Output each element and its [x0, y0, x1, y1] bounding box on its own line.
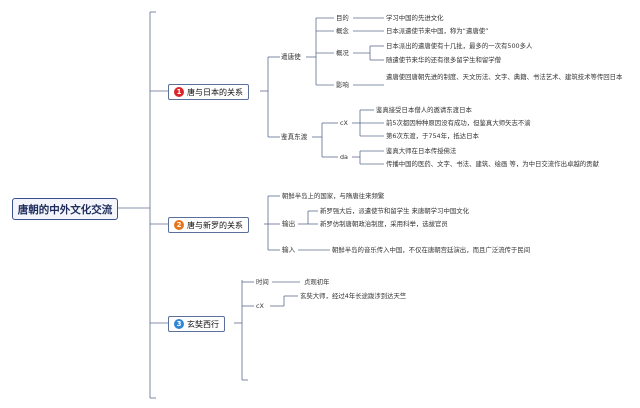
node-gaikuang-value-2: 随遣使节来华的还有很多留学生和留学僧: [386, 56, 502, 64]
branch-xuanzang[interactable]: 3 玄奘西行: [168, 316, 225, 332]
node-xuanzang-cx[interactable]: cX: [256, 302, 264, 310]
node-jianzhen-da-value-2: 传播中国的医药、文字、书法、建筑、绘画 等，为中日交流作出卓越的贡献: [386, 160, 599, 168]
node-gainian-value: 日本派遣使节来中国，称为“遣唐使”: [386, 27, 489, 35]
node-gainian[interactable]: 概念: [336, 27, 349, 35]
branch-japan[interactable]: 1 唐与日本的关系: [168, 84, 249, 100]
number-badge-3: 3: [174, 319, 184, 329]
node-shuchu-value-1: 新罗强大后，派遣使节和留学生 来唐朝学习中国文化: [320, 207, 470, 215]
number-badge-1: 1: [174, 87, 184, 97]
node-jianzhen-cx[interactable]: cX: [340, 119, 348, 127]
number-badge-2: 2: [174, 220, 184, 230]
node-jianzhen-cx-value-1: 鉴真接受日本僧人的邀请东渡日本: [376, 106, 472, 114]
node-xuanzang-cx-value: 玄奘大师，经过4年长途跋涉到达天竺: [300, 292, 407, 300]
node-shuchu[interactable]: 输出: [282, 220, 296, 228]
node-yingxiang[interactable]: 影响: [336, 81, 349, 89]
node-shuru[interactable]: 输入: [282, 246, 296, 254]
node-mudi[interactable]: 目的: [336, 14, 349, 22]
node-gaikuang[interactable]: 概况: [336, 49, 349, 57]
node-qiantangshi[interactable]: 遣唐使: [281, 53, 301, 61]
branch-silla[interactable]: 2 唐与新罗的关系: [168, 217, 249, 233]
node-gaikuang-value-1: 日本派出的遣唐使有十几批，最多的一次有500多人: [386, 42, 533, 50]
node-shijian[interactable]: 时间: [256, 278, 269, 286]
node-silla-intro: 朝鲜半岛上的国家，与隋唐往来频繁: [282, 192, 385, 200]
branch-xuanzang-label: 玄奘西行: [187, 319, 219, 329]
node-shuru-value: 朝鲜半岛的音乐传入中国，不仅在唐朝宫廷演出，而且广泛流传于民间: [332, 246, 531, 254]
node-jianzhen-da[interactable]: da: [340, 153, 348, 161]
node-shuchu-value-2: 新罗仿制唐朝政治制度，采用科举，选拔官员: [320, 220, 448, 228]
node-shijian-value: 贞观初年: [304, 278, 330, 286]
node-mudi-value: 学习中国的先进文化: [386, 14, 444, 22]
node-jianzhen-cx-value-3: 第6次东渡，于754年，抵达日本: [386, 132, 479, 140]
node-yingxiang-value: 遣唐使回唐朝先进的制度、天文历法、文字、典籍、书法艺术、建筑技术等传回日本: [386, 73, 623, 81]
branch-japan-label: 唐与日本的关系: [187, 87, 243, 97]
root-node[interactable]: 唐朝的中外文化交流: [12, 198, 118, 220]
branch-silla-label: 唐与新罗的关系: [187, 220, 243, 230]
node-jianzhen[interactable]: 鉴真东渡: [281, 133, 308, 141]
node-jianzhen-da-value-1: 鉴真大师在日本传授佛法: [386, 147, 457, 155]
node-jianzhen-cx-value-2: 前5次都因种种原因没有成功，但鉴真大师矢志不渝: [386, 119, 531, 127]
